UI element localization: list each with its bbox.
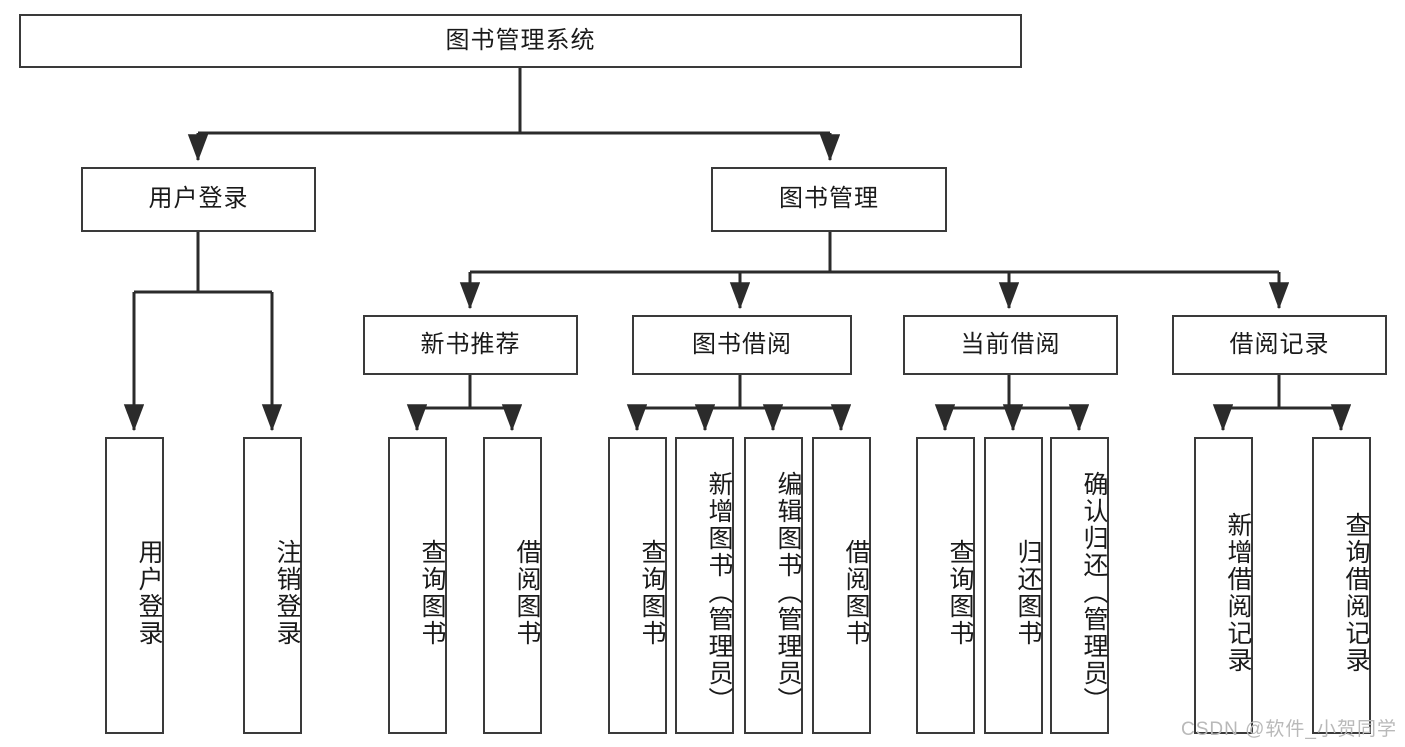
node-leaf-add-record-label: 新增借阅记录 xyxy=(1224,511,1252,674)
node-leaf-query-book-1[interactable]: 查询图书 xyxy=(388,437,447,734)
node-borrow-record[interactable]: 借阅记录 xyxy=(1172,315,1387,375)
node-leaf-query-book-3[interactable]: 查询图书 xyxy=(916,437,975,734)
watermark: CSDN @软件_小贺同学 xyxy=(1181,719,1397,740)
node-new-book-recommend-label: 新书推荐 xyxy=(420,330,521,358)
node-leaf-logout-login[interactable]: 注销登录 xyxy=(243,437,302,734)
node-leaf-confirm-return[interactable]: 确认归还（管理员） xyxy=(1050,437,1109,734)
node-book-borrow[interactable]: 图书借阅 xyxy=(632,315,852,375)
node-current-borrow-label: 当前借阅 xyxy=(960,330,1061,358)
node-leaf-query-book-2[interactable]: 查询图书 xyxy=(608,437,667,734)
node-borrow-record-label: 借阅记录 xyxy=(1229,330,1330,358)
node-book-borrow-label: 图书借阅 xyxy=(692,330,792,358)
node-root-label: 图书管理系统 xyxy=(445,26,596,54)
node-leaf-query-record[interactable]: 查询借阅记录 xyxy=(1312,437,1371,734)
node-root[interactable]: 图书管理系统 xyxy=(19,14,1022,68)
node-leaf-user-login[interactable]: 用户登录 xyxy=(105,437,164,734)
node-leaf-logout-login-label: 注销登录 xyxy=(273,538,301,647)
node-leaf-query-book-3-label: 查询图书 xyxy=(946,538,974,647)
node-user-login-label: 用户登录 xyxy=(148,185,249,213)
node-leaf-borrow-book-1-label: 借阅图书 xyxy=(513,538,541,647)
node-leaf-add-book-label: 新增图书（管理员） xyxy=(705,471,733,714)
node-leaf-add-record[interactable]: 新增借阅记录 xyxy=(1194,437,1253,734)
node-leaf-query-book-2-label: 查询图书 xyxy=(638,538,666,647)
node-leaf-return-book-label: 归还图书 xyxy=(1014,538,1042,647)
node-leaf-edit-book-label: 编辑图书（管理员） xyxy=(774,471,802,714)
node-leaf-borrow-book-2-label: 借阅图书 xyxy=(842,538,870,647)
node-leaf-borrow-book-2[interactable]: 借阅图书 xyxy=(812,437,871,734)
node-new-book-recommend[interactable]: 新书推荐 xyxy=(363,315,578,375)
node-book-management[interactable]: 图书管理 xyxy=(711,167,947,232)
node-current-borrow[interactable]: 当前借阅 xyxy=(903,315,1118,375)
node-leaf-confirm-return-label: 确认归还（管理员） xyxy=(1080,471,1108,714)
node-leaf-return-book[interactable]: 归还图书 xyxy=(984,437,1043,734)
node-leaf-borrow-book-1[interactable]: 借阅图书 xyxy=(483,437,542,734)
node-leaf-query-book-1-label: 查询图书 xyxy=(418,538,446,647)
node-user-login[interactable]: 用户登录 xyxy=(81,167,316,232)
node-leaf-query-record-label: 查询借阅记录 xyxy=(1342,511,1370,674)
node-leaf-edit-book[interactable]: 编辑图书（管理员） xyxy=(744,437,803,734)
node-book-management-label: 图书管理 xyxy=(779,185,879,213)
node-leaf-add-book[interactable]: 新增图书（管理员） xyxy=(675,437,734,734)
node-leaf-user-login-label: 用户登录 xyxy=(135,538,163,647)
